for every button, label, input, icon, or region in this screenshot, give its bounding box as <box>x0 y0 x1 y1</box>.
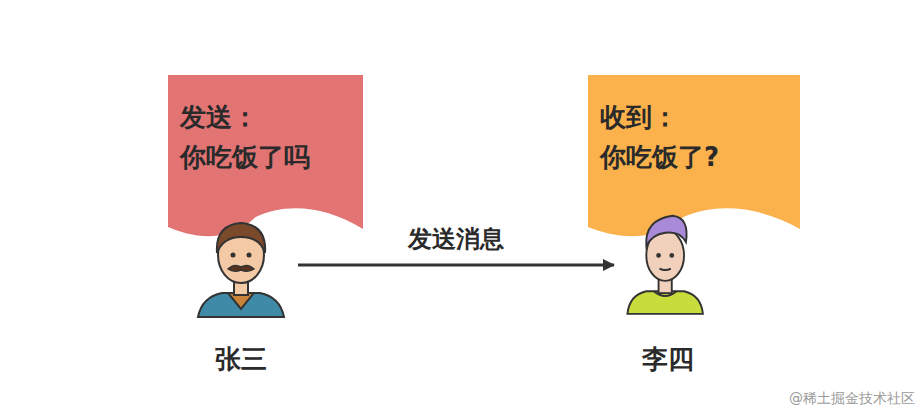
person-name: 李四 <box>618 343 718 375</box>
person-icon <box>188 205 294 319</box>
person-icon <box>618 205 718 319</box>
speech-bubble: 发送： 你吃饭了吗 <box>168 75 363 235</box>
person-figure: 张三 <box>188 205 294 375</box>
watermark: @稀土掘金技术社区 <box>789 390 915 408</box>
edge-label: 发送消息 <box>404 223 508 255</box>
speech-bubble: 收到： 你吃饭了? <box>588 75 800 235</box>
person-name: 张三 <box>188 343 294 375</box>
person-figure: 李四 <box>618 205 718 375</box>
arrow-connector <box>298 264 614 267</box>
bubble-text: 发送： 你吃饭了吗 <box>168 75 363 177</box>
bubble-text: 收到： 你吃饭了? <box>588 75 800 177</box>
